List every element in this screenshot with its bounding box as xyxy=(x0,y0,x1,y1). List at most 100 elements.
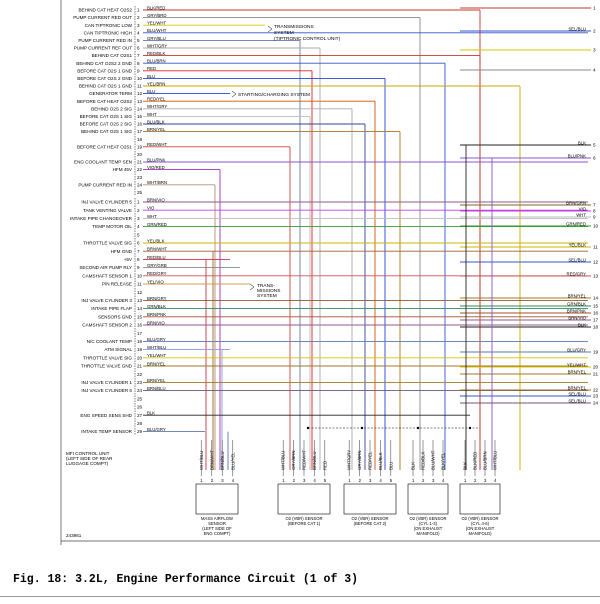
wire-color-label: RED/YEL xyxy=(147,97,166,102)
sensor-label: O2 (VBR) SENSOR xyxy=(352,516,389,521)
pin-label: INJ VALVE CYLINDER 5 xyxy=(81,200,132,205)
wire-color-label: YEL/WHT xyxy=(147,21,166,26)
pin-label: BEHIND O2S 2 SIG xyxy=(91,106,132,111)
wire-color-label: BLU/GRY xyxy=(147,337,166,342)
sensor-pin-number: 3 xyxy=(369,478,372,483)
wire-lower-23: BRN/YEL xyxy=(143,378,588,383)
sensor-wire-label: BLU xyxy=(388,462,393,470)
splice-dot xyxy=(306,426,310,430)
wire-color-label: VIO/RED xyxy=(147,165,165,170)
right-connector-7: BRN/GRN 7 xyxy=(460,200,596,208)
sensor-label: O2 (VBR) SENSOR xyxy=(462,516,499,521)
pin-number: 13 xyxy=(137,99,143,104)
sensor-label: SENSOR xyxy=(208,521,226,526)
pin-number: 17 xyxy=(137,129,143,134)
sensor-wire-label: BRN/BLU xyxy=(220,451,225,470)
pin-number: 26 xyxy=(137,405,143,410)
sensor-label: (BEFORE CAT 2) xyxy=(354,521,387,526)
pin-label: SENSORS GND xyxy=(98,314,133,319)
wire-lower-29: BLU/GRY xyxy=(143,427,229,470)
wire-lower-2: VIO xyxy=(143,206,588,211)
sensor-pin-number: 1 xyxy=(348,478,351,483)
pin-label: HFM GND xyxy=(111,249,133,254)
right-wire-label: BRN/YEL xyxy=(568,385,587,390)
trans-lower-line-1: TRANS- xyxy=(257,283,275,289)
caption-divider xyxy=(0,596,600,597)
right-wire-label: BLK xyxy=(578,140,586,145)
right-wire-label: SEL/BLU xyxy=(568,26,586,31)
wire-upper-10: BLU xyxy=(143,74,386,470)
wire-color-label: BLK xyxy=(147,411,155,416)
sensor-pin-number: 2 xyxy=(359,478,362,483)
wire-lower-13: BRN/GRY xyxy=(143,296,588,301)
wire-color-label: BLU xyxy=(147,74,155,79)
pin-label: BEFORE CAT O2S 1 SIG xyxy=(80,114,133,119)
sensor-pin-number: 1 xyxy=(464,478,467,483)
wire-color-label: WHT xyxy=(147,112,157,117)
pin-number: 14 xyxy=(137,106,143,111)
wire-lower-16: BRN/VIO xyxy=(143,320,588,326)
sensor-wire-label: WHT/GRY xyxy=(347,450,352,470)
sensor-pin-number: 2 xyxy=(211,478,214,483)
right-pin-number: 10 xyxy=(593,224,599,229)
right-wire-label: RED/GRY xyxy=(567,271,587,276)
wire-lower-18: BLU/GRY xyxy=(143,337,588,342)
sensor-pin-number: 3 xyxy=(221,478,224,483)
pin-number: 15 xyxy=(137,314,143,319)
wire-color-label: RED xyxy=(147,66,156,71)
right-wire-label: WHT xyxy=(576,212,586,217)
wire-color-label: BRN/YEL xyxy=(147,127,166,132)
wire-color-label: BRN/WHT xyxy=(147,247,167,252)
wire-upper-12: BLU xyxy=(143,89,230,95)
right-pin-number: 7 xyxy=(593,203,596,208)
pin-number: 5 xyxy=(137,38,140,43)
trans-lower-line-2: MISSIONS xyxy=(257,288,280,294)
right-connector-3: 3 xyxy=(460,48,596,53)
pin-label: INTAKE PIPE FLAP xyxy=(91,306,132,311)
wire-upper-4: BLU/WHT xyxy=(143,28,588,34)
pin-label: THROTTLE VALVE SIG xyxy=(83,355,132,360)
pin-number: 20 xyxy=(137,152,143,157)
sensor-wire-label: RED/WHT xyxy=(302,450,307,470)
trans-sys-line-3: (TIPTRONIC CONTROL UNIT) xyxy=(274,36,341,42)
pin-number: 19 xyxy=(137,347,143,352)
lower-pin-17: 17 xyxy=(137,331,143,336)
pin-number: 23 xyxy=(137,380,143,385)
wire-color-label: BLU xyxy=(147,89,155,94)
upper-pin-18: 18 xyxy=(137,137,143,142)
wire-color-label: BRN/VIO xyxy=(147,320,165,325)
wire-color-label: GRY/BRD xyxy=(147,13,167,18)
sensor-wire-label: WHT/BLU xyxy=(493,451,498,470)
right-wire-label: BRN/YEL xyxy=(568,369,587,374)
sensor-pin-number: 4 xyxy=(232,478,235,483)
sensor-label: (CYL 4-6) xyxy=(471,521,490,526)
pin-label: BEHIND CAT O2S1 xyxy=(92,53,133,58)
wire-color-label: WHT/BRN xyxy=(147,180,167,185)
wiring-harness: BLK/REDGRY/BRDYEL/WHTBLU/WHTGRY/BLUWHT/G… xyxy=(143,5,599,470)
sensor-wire-label: BRN/BLU xyxy=(312,451,317,470)
pin-number: 16 xyxy=(137,122,143,127)
starting-charging-system-label: STARTING/CHARGING SYSTEM xyxy=(231,90,310,98)
trans-lower-line-3: SYSTEM xyxy=(257,293,277,299)
sensor-pin-number: 4 xyxy=(494,478,497,483)
pin-label: BEHIND CAT O2S2 2 GND xyxy=(76,61,132,66)
sensor-wire-label: GRY/BRN xyxy=(291,451,296,471)
wire-color-label: BLU/WHT xyxy=(147,28,167,33)
right-wire-label: BRN/GRN xyxy=(566,200,586,205)
pin-number: 2 xyxy=(137,15,140,20)
sensor-label: (ON EXHAUST xyxy=(466,526,495,531)
